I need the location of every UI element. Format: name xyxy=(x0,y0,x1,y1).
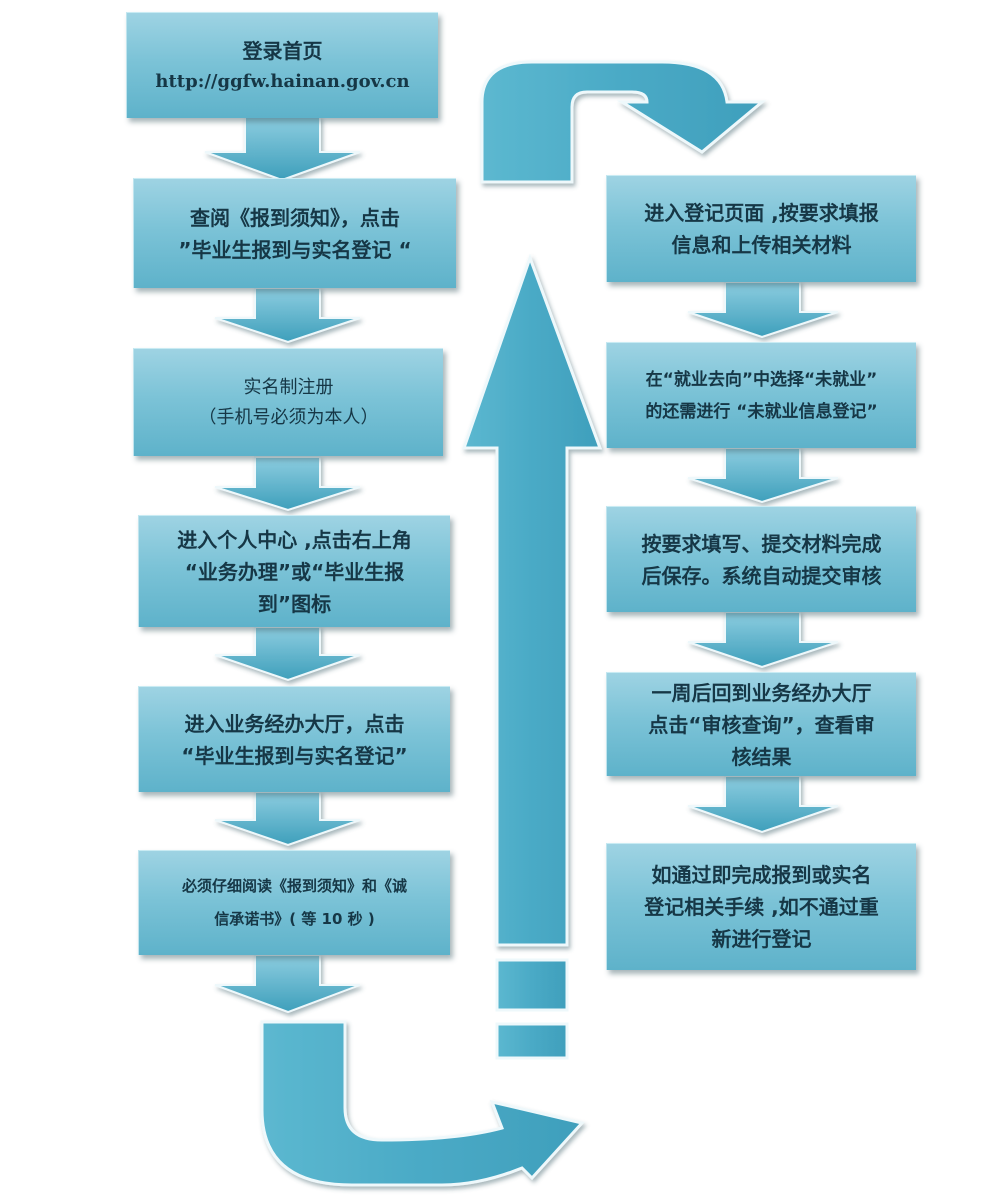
step-review-query: 一周后回到业务经办大厅 点击“审核查询”，查看审 核结果 xyxy=(606,672,916,776)
step-text-line: （手机号必须为本人） xyxy=(198,406,379,428)
down-chevron-arrow xyxy=(214,626,361,682)
dash-segment xyxy=(495,1022,569,1060)
step-text-line: 登录首页 xyxy=(242,38,323,63)
step-text-line: 进入登记页面 ,按要求填报 xyxy=(644,201,879,225)
step-service-hall: 进入业务经办大厅，点击 “毕业生报到与实名登记” xyxy=(138,686,450,792)
step-text-line: 信承诺书》( 等 10 秒 ) xyxy=(214,910,375,928)
step-text-line: 进入业务经办大厅，点击 xyxy=(184,711,405,736)
step-text-line: 点击“审核查询”，查看审 xyxy=(648,712,875,737)
step-url-line: http://ggfw.hainan.gov.cn xyxy=(155,70,410,92)
step-text-line: 的还需进行 “未就业信息登记” xyxy=(645,401,878,422)
down-chevron-arrow xyxy=(214,791,361,847)
step-text-line: “毕业生报到与实名登记” xyxy=(181,743,408,768)
bottom-uturn-arrow xyxy=(260,1020,585,1187)
down-chevron-arrow xyxy=(687,611,839,669)
upward-arrow xyxy=(461,253,603,947)
down-chevron-arrow xyxy=(204,116,361,182)
step-employment-direction: 在“就业去向”中选择“未就业” 的还需进行 “未就业信息登记” xyxy=(606,342,916,448)
step-text-line: ”毕业生报到与实名登记 “ xyxy=(178,237,412,262)
step-text-line: 信息和上传相关材料 xyxy=(671,233,852,257)
step-login-homepage: 登录首页 http://ggfw.hainan.gov.cn xyxy=(126,12,438,118)
down-chevron-arrow xyxy=(214,456,361,512)
step-personal-center: 进入个人中心 ,点击右上角 “业务办理”或“毕业生报 到”图标 xyxy=(138,515,450,627)
down-chevron-arrow xyxy=(687,281,839,339)
step-text-line: 如通过即完成报到或实名 xyxy=(651,863,872,887)
down-chevron-arrow xyxy=(214,287,361,344)
down-chevron-arrow xyxy=(214,954,361,1014)
step-text-line: 后保存。系统自动提交审核 xyxy=(641,563,882,588)
step-text-line: 核结果 xyxy=(731,744,792,769)
step-text-line: 按要求填写、提交材料完成 xyxy=(641,531,882,556)
step-text-line: 查阅《报到须知》，点击 xyxy=(190,205,400,230)
step-read-agreements: 必须仔细阅读《报到须知》和《诚 信承诺书》( 等 10 秒 ) xyxy=(138,850,450,955)
step-text-line: 到”图标 xyxy=(257,591,332,616)
step-text-line: 新进行登记 xyxy=(711,927,812,951)
step-submit-materials: 按要求填写、提交材料完成 后保存。系统自动提交审核 xyxy=(606,506,916,612)
down-chevron-arrow xyxy=(687,775,839,834)
step-text-line: “业务办理”或“毕业生报 xyxy=(184,559,405,584)
step-text-line: 在“就业去向”中选择“未就业” xyxy=(645,369,878,390)
step-real-name-register: 实名制注册 （手机号必须为本人） xyxy=(133,348,443,456)
step-text-line: 进入个人中心 ,点击右上角 xyxy=(177,527,412,552)
dash-segment xyxy=(495,958,569,1012)
step-text-line: 一周后回到业务经办大厅 xyxy=(651,680,872,705)
step-complete-or-redo: 如通过即完成报到或实名 登记相关手续 ,如不通过重 新进行登记 xyxy=(606,843,916,970)
step-read-notice: 查阅《报到须知》，点击 ”毕业生报到与实名登记 “ xyxy=(133,178,456,288)
step-text-line: 登记相关手续 ,如不通过重 xyxy=(644,895,879,919)
down-chevron-arrow xyxy=(687,447,839,504)
step-text-line: 必须仔细阅读《报到须知》和《诚 xyxy=(181,877,407,895)
top-uturn-arrow xyxy=(480,60,767,184)
step-registration-page: 进入登记页面 ,按要求填报 信息和上传相关材料 xyxy=(606,175,916,282)
step-text-line: 实名制注册 xyxy=(243,376,334,398)
